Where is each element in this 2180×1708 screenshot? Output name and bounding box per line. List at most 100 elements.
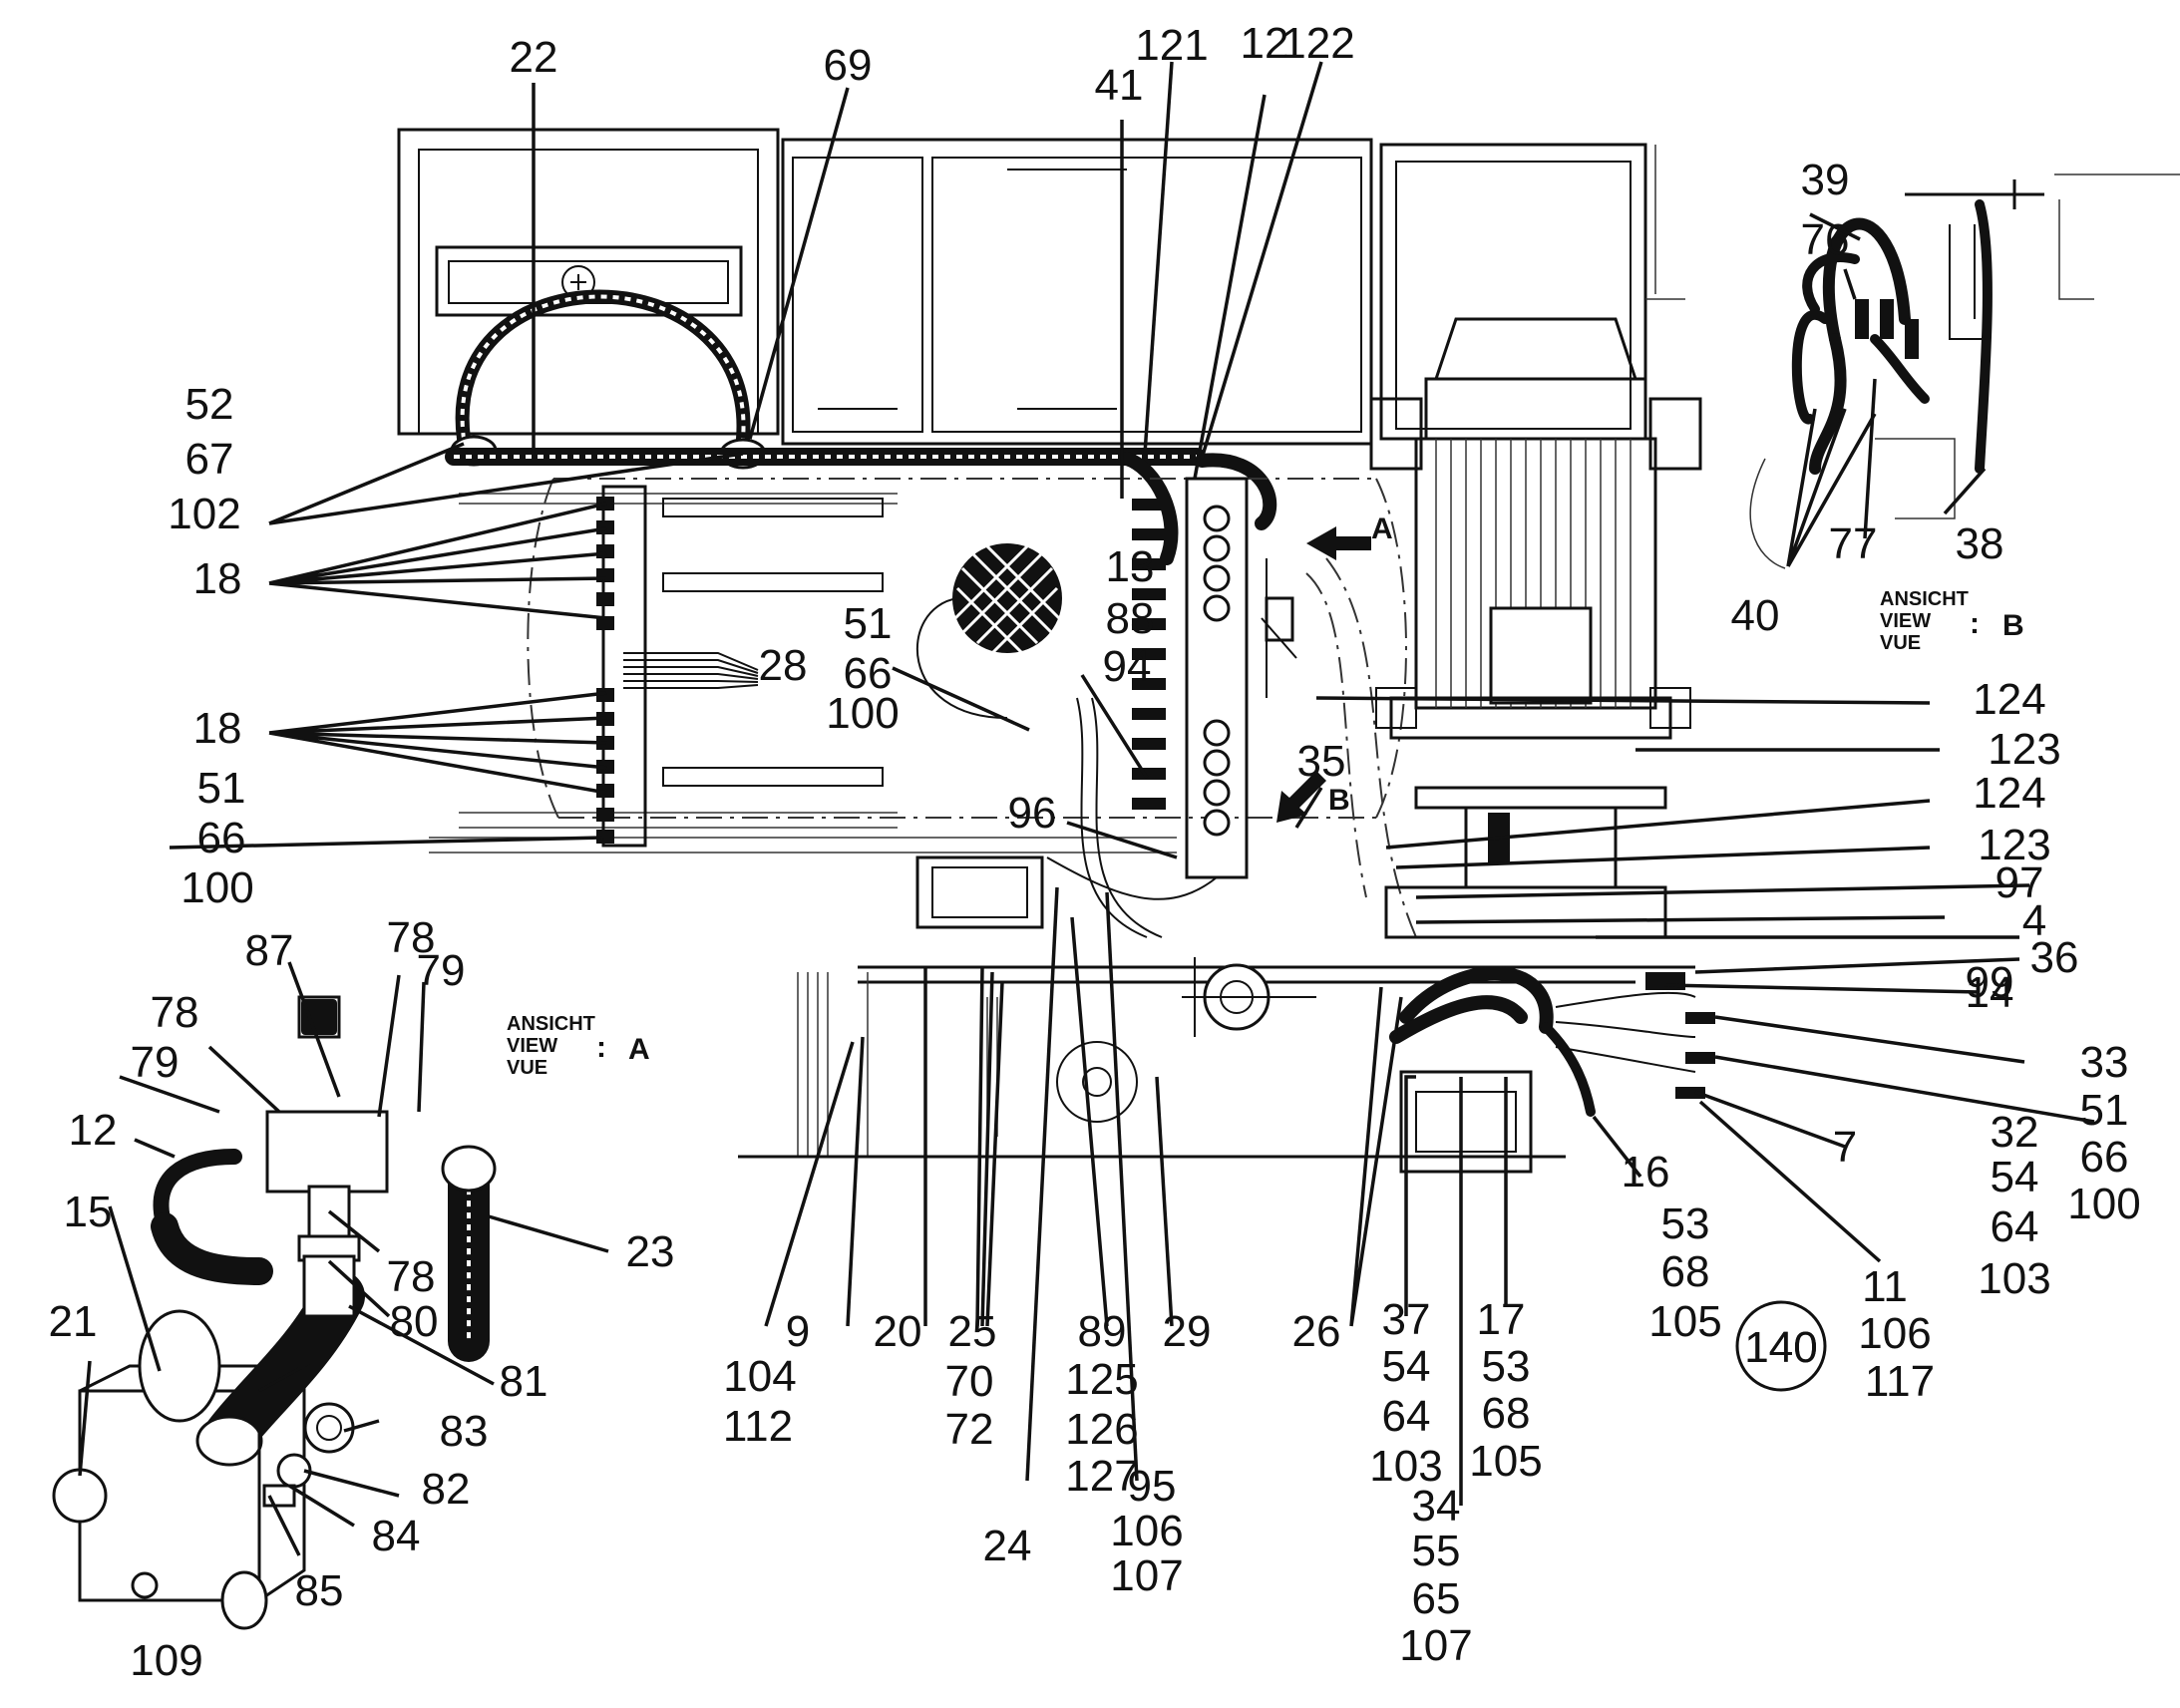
callout-18: 18 xyxy=(193,554,242,603)
callout-78: 78 xyxy=(387,913,436,962)
callout-107: 107 xyxy=(1110,1551,1183,1600)
callout-37: 37 xyxy=(1382,1295,1431,1344)
callout-82: 82 xyxy=(422,1465,471,1514)
callout-4: 4 xyxy=(2022,896,2046,945)
view-b-colon: : xyxy=(1970,607,1980,640)
callout-76: 76 xyxy=(1801,215,1850,264)
callout-40: 40 xyxy=(1731,591,1780,640)
callout-100: 100 xyxy=(826,689,899,738)
callout-85: 85 xyxy=(295,1566,344,1615)
callout-53: 53 xyxy=(1661,1199,1710,1248)
callout-13: 13 xyxy=(1106,542,1155,591)
callout-9: 9 xyxy=(786,1307,810,1356)
callout-140: 140 xyxy=(1744,1323,1817,1372)
callout-125: 125 xyxy=(1065,1355,1138,1404)
callout-18: 18 xyxy=(193,704,242,753)
callout-124: 124 xyxy=(1973,769,2045,818)
callout-39: 39 xyxy=(1801,156,1850,204)
callout-51: 51 xyxy=(197,764,246,813)
callout-36: 36 xyxy=(2030,933,2079,982)
callout-100: 100 xyxy=(181,863,253,912)
view-b-line2: VIEW xyxy=(1880,610,1931,632)
callout-70: 70 xyxy=(945,1357,994,1406)
view-arrow-b: B xyxy=(1276,771,1350,823)
leader-lines xyxy=(78,61,2095,1556)
callout-12: 12 xyxy=(69,1106,118,1155)
callout-88: 88 xyxy=(1106,594,1155,643)
callout-105: 105 xyxy=(1469,1437,1542,1486)
callout-100: 100 xyxy=(2067,1180,2140,1228)
callout-95: 95 xyxy=(1128,1462,1177,1511)
callout-123: 123 xyxy=(1988,725,2060,774)
callout-21: 21 xyxy=(49,1297,98,1346)
callout-32: 32 xyxy=(1991,1108,2039,1157)
callout-124: 124 xyxy=(1973,675,2045,724)
callout-69: 69 xyxy=(824,41,873,90)
callout-64: 64 xyxy=(1382,1392,1431,1441)
valve-stack-lower xyxy=(1203,719,1231,837)
callout-96: 96 xyxy=(1008,789,1057,838)
view-a-line3: VUE xyxy=(507,1057,547,1079)
callout-107: 107 xyxy=(1399,1621,1472,1670)
callout-89: 89 xyxy=(1078,1307,1127,1356)
callout-106: 106 xyxy=(1110,1507,1183,1555)
callout-22: 22 xyxy=(510,33,558,82)
callout-66: 66 xyxy=(197,814,246,862)
callout-106: 106 xyxy=(1858,1309,1931,1358)
callout-15: 15 xyxy=(64,1188,113,1236)
callout-79: 79 xyxy=(417,946,466,995)
callout-123: 123 xyxy=(1978,821,2050,869)
svg-text:A: A xyxy=(1371,512,1393,545)
circled-number-ring xyxy=(1735,1300,1827,1392)
svg-text:B: B xyxy=(1328,784,1350,817)
callout-51: 51 xyxy=(844,599,893,648)
callout-81: 81 xyxy=(500,1357,548,1406)
view-arrow-a: A xyxy=(1306,512,1393,560)
view-b-letter: B xyxy=(2002,609,2024,642)
callout-112: 112 xyxy=(723,1402,793,1451)
callout-102: 102 xyxy=(168,490,240,538)
callout-122: 122 xyxy=(1281,19,1354,68)
callout-66: 66 xyxy=(844,649,893,698)
callout-33: 33 xyxy=(2080,1038,2129,1087)
callout-67: 67 xyxy=(185,435,234,484)
circled-number: 140 xyxy=(1744,1323,1817,1372)
callout-24: 24 xyxy=(983,1522,1032,1570)
view-b-line1: ANSICHT xyxy=(1880,588,1969,610)
view-b-line3: VUE xyxy=(1880,632,1921,654)
callout-64: 64 xyxy=(1991,1202,2039,1251)
callout-11: 11 xyxy=(1862,1262,1908,1311)
callout-72: 72 xyxy=(945,1405,994,1454)
callout-25: 25 xyxy=(948,1307,997,1356)
callout-55: 55 xyxy=(1412,1527,1461,1575)
callout-66: 66 xyxy=(2080,1133,2129,1182)
callout-28: 28 xyxy=(759,641,808,690)
view-a-caption: ANSICHT VIEW VUE : A xyxy=(507,1013,650,1079)
callout-68: 68 xyxy=(1482,1389,1531,1438)
callout-77: 77 xyxy=(1829,519,1878,568)
callout-14: 14 xyxy=(1966,968,2014,1017)
callout-35: 35 xyxy=(1297,737,1346,786)
callout-99: 99 xyxy=(1966,958,2014,1007)
callout-126: 126 xyxy=(1065,1405,1138,1454)
callout-17: 17 xyxy=(1477,1295,1526,1344)
callout-20: 20 xyxy=(874,1307,922,1356)
callout-103: 103 xyxy=(1369,1442,1442,1491)
callout-26: 26 xyxy=(1292,1307,1341,1356)
callout-16: 16 xyxy=(1622,1148,1670,1196)
callout-79: 79 xyxy=(131,1038,180,1087)
callout-105: 105 xyxy=(1648,1297,1721,1346)
callout-53: 53 xyxy=(1482,1342,1531,1391)
callout-54: 54 xyxy=(1991,1153,2039,1201)
callout-34: 34 xyxy=(1412,1482,1461,1531)
callout-52: 52 xyxy=(185,380,234,429)
callout-78: 78 xyxy=(387,1252,436,1301)
callout-84: 84 xyxy=(372,1512,421,1560)
callout-109: 109 xyxy=(130,1636,202,1685)
view-a-line2: VIEW xyxy=(507,1035,557,1057)
callout-87: 87 xyxy=(245,926,294,975)
view-a-colon: : xyxy=(596,1031,606,1064)
callout-65: 65 xyxy=(1412,1574,1461,1623)
callout-38: 38 xyxy=(1956,519,2004,568)
